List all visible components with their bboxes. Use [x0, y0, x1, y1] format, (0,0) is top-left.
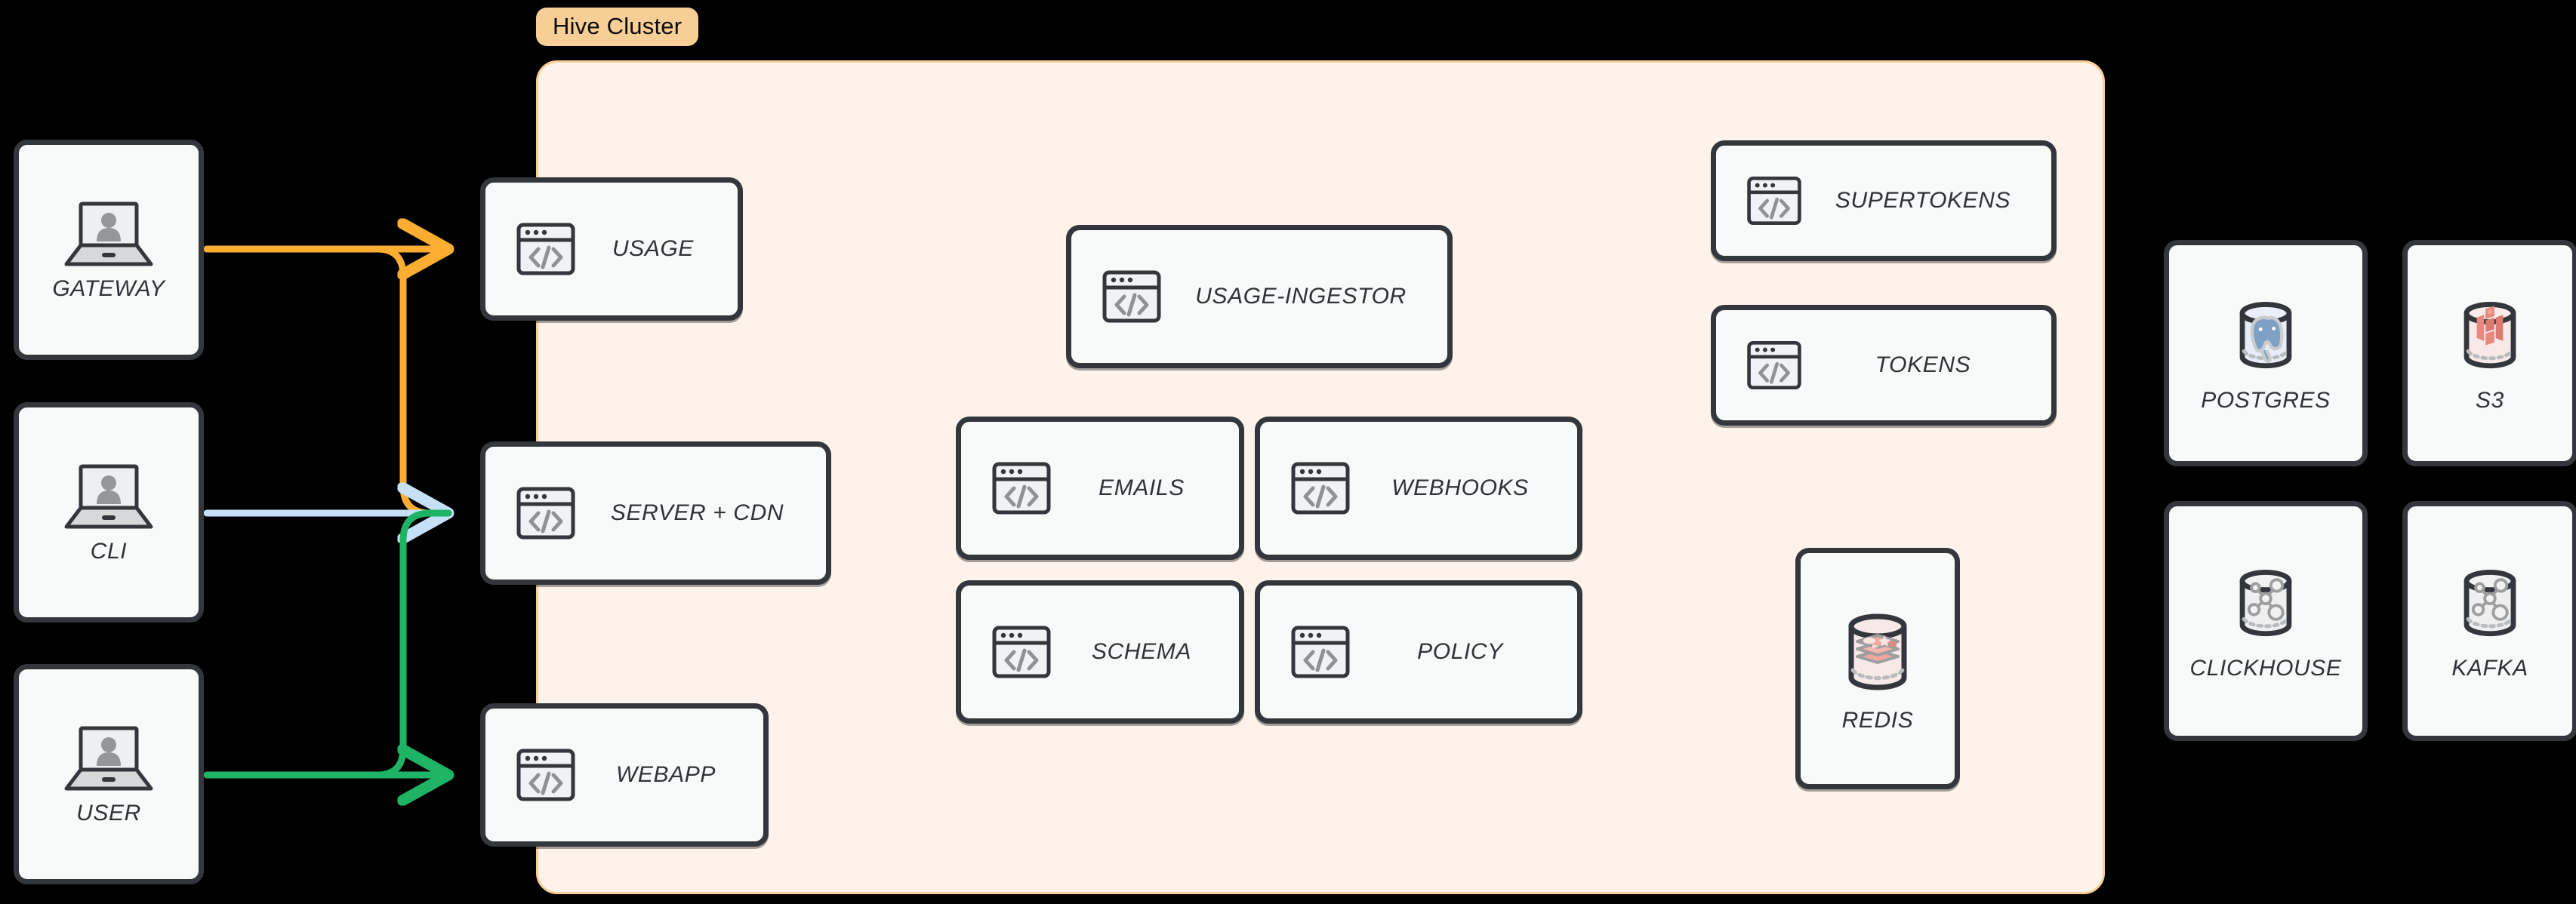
- datastore-label: KAFKA: [2451, 656, 2528, 681]
- datastore-node-s3[interactable]: S3: [2402, 240, 2576, 466]
- laptop-user-icon: [63, 460, 154, 533]
- service-node-usage-ingestor[interactable]: USAGE-INGESTOR: [1066, 225, 1453, 368]
- service-label: SERVER + CDN: [610, 500, 784, 525]
- service-label: USAGE-INGESTOR: [1195, 284, 1407, 309]
- service-node-tokens[interactable]: TOKENS: [1711, 305, 2057, 426]
- datastore-node-clickhouse[interactable]: CLICKHOUSE: [2164, 501, 2368, 741]
- service-node-policy[interactable]: POLICY: [1255, 580, 1582, 724]
- generic-database-icon: [2442, 561, 2537, 650]
- laptop-user-icon: [63, 722, 154, 795]
- code-window-icon: [1745, 336, 1804, 395]
- datastore-label: CLICKHOUSE: [2189, 656, 2342, 681]
- hive-cluster-badge: Hive Cluster: [536, 8, 699, 46]
- service-node-server-cdn[interactable]: SERVER + CDN: [480, 441, 831, 585]
- code-window-icon: [990, 457, 1053, 520]
- service-label: EMAILS: [1098, 475, 1185, 500]
- client-node-user[interactable]: USER: [14, 664, 204, 884]
- client-label: USER: [76, 801, 141, 826]
- generic-database-icon: [2218, 561, 2313, 650]
- service-label: SUPERTOKENS: [1835, 188, 2011, 213]
- gateway-to-server-edge: [203, 245, 452, 517]
- datastore-label: POSTGRES: [2201, 388, 2331, 413]
- code-window-icon: [1289, 620, 1352, 684]
- service-node-webapp[interactable]: WEBAPP: [480, 703, 769, 847]
- service-node-supertokens[interactable]: SUPERTOKENS: [1711, 140, 2057, 261]
- datastore-label: S3: [2476, 388, 2504, 413]
- code-window-icon: [514, 217, 578, 281]
- service-label: SCHEMA: [1092, 639, 1191, 664]
- service-label: TOKENS: [1875, 352, 1971, 377]
- client-node-gateway[interactable]: GATEWAY: [14, 140, 204, 360]
- postgres-database-icon: [2218, 293, 2313, 382]
- datastore-node-kafka[interactable]: KAFKA: [2402, 501, 2576, 741]
- user-to-server-edge: [203, 509, 452, 779]
- service-node-schema[interactable]: SCHEMA: [956, 580, 1244, 724]
- service-node-webhooks[interactable]: WEBHOOKS: [1255, 417, 1582, 560]
- client-label: GATEWAY: [52, 276, 165, 301]
- datastore-node-redis[interactable]: REDIS: [1795, 548, 1960, 789]
- service-label: WEBHOOKS: [1391, 475, 1529, 500]
- service-label: USAGE: [612, 236, 695, 261]
- service-node-emails[interactable]: EMAILS: [956, 417, 1244, 560]
- service-node-usage[interactable]: USAGE: [480, 177, 743, 321]
- s3-database-icon: [2442, 293, 2537, 382]
- code-window-icon: [1745, 171, 1804, 230]
- datastore-node-postgres[interactable]: POSTGRES: [2164, 240, 2368, 466]
- code-window-icon: [1289, 457, 1352, 520]
- redis-database-icon: [1829, 604, 1927, 702]
- client-node-cli[interactable]: CLI: [14, 402, 204, 623]
- code-window-icon: [1100, 265, 1163, 328]
- client-label: CLI: [90, 539, 128, 564]
- laptop-user-icon: [63, 198, 154, 270]
- code-window-icon: [514, 743, 578, 807]
- code-window-icon: [514, 481, 578, 545]
- service-label: POLICY: [1417, 639, 1503, 664]
- service-label: WEBAPP: [616, 762, 716, 787]
- datastore-label: REDIS: [1841, 708, 1914, 733]
- code-window-icon: [990, 620, 1053, 684]
